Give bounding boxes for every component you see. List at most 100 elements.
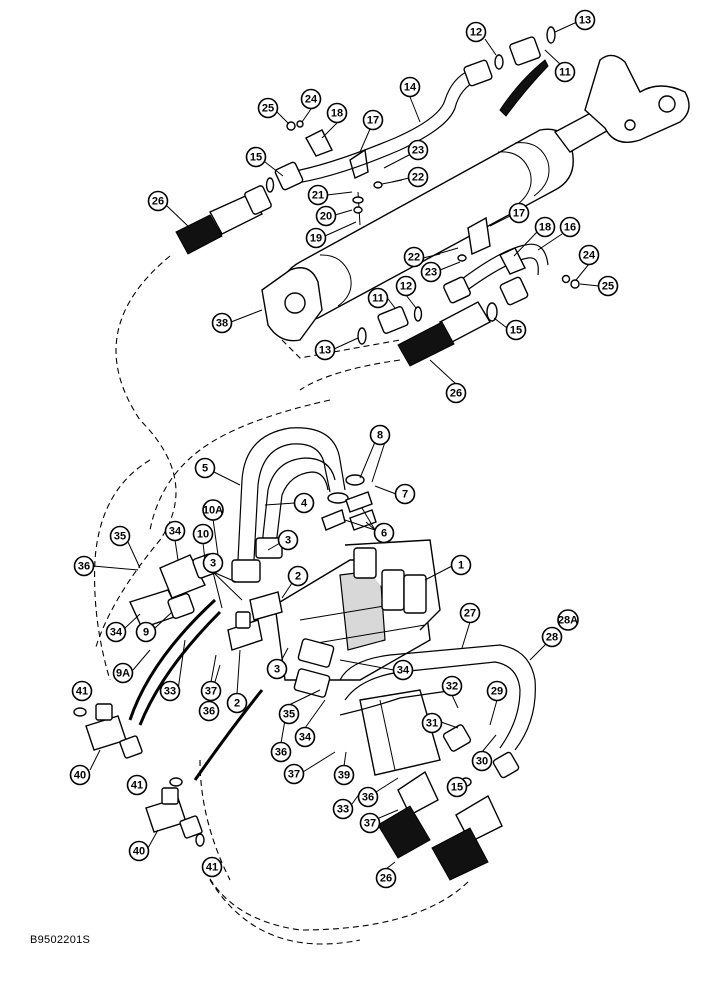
callout-label: 30 [476, 756, 488, 768]
callout-label: 23 [425, 267, 437, 279]
callout-17: 17 [362, 109, 384, 131]
callout-label: 5 [202, 463, 208, 475]
callout-31: 31 [421, 712, 443, 734]
callout-3: 3 [202, 552, 224, 574]
callout-8: 8 [369, 424, 391, 446]
callout-37: 37 [283, 763, 305, 785]
fittings-lower [357, 301, 498, 367]
callout-label: 26 [380, 873, 392, 885]
callout-22: 22 [407, 166, 429, 188]
tee-fittings-40 [73, 703, 205, 847]
callout-6: 6 [373, 522, 395, 544]
cylinder-38 [261, 54, 690, 359]
callout-label: 36 [362, 792, 374, 804]
callout-label: 4 [301, 498, 308, 510]
callout-label: 35 [114, 531, 126, 543]
callout-label: 19 [310, 233, 322, 245]
callout-label: 29 [491, 686, 503, 698]
callout-label: 15 [451, 782, 463, 794]
callout-label: 3 [210, 558, 216, 570]
callout-34: 34 [294, 726, 316, 748]
callout-12: 12 [395, 275, 417, 297]
callout-label: 18 [539, 222, 551, 234]
callout-label: 41 [76, 686, 88, 698]
callout-label: 8 [377, 430, 383, 442]
callout-label: 36 [78, 561, 90, 573]
dashed-routing [94, 255, 471, 945]
callout-32: 32 [441, 675, 463, 697]
callout-28: 28 [541, 626, 563, 648]
callout-36: 36 [73, 555, 95, 577]
callout-label: 31 [426, 718, 438, 730]
callout-label: 2 [234, 698, 240, 710]
callout-label: 32 [446, 681, 458, 693]
callout-label: 9A [116, 668, 130, 680]
callout-18: 18 [534, 216, 556, 238]
callout-37: 37 [359, 812, 381, 834]
callout-20: 20 [315, 205, 337, 227]
callout-label: 34 [397, 665, 410, 677]
callout-label: 20 [320, 211, 332, 223]
hose-ends-26-bottom [377, 770, 503, 881]
callout-37: 37 [200, 680, 222, 702]
callout-15: 15 [505, 319, 527, 341]
callout-label: 11 [372, 293, 384, 305]
callout-label: 15 [510, 325, 522, 337]
callout-label: 25 [602, 281, 614, 293]
callout-label: 23 [412, 145, 424, 157]
callout-label: 37 [364, 818, 376, 830]
callout-28a: 28A [557, 609, 579, 631]
callout-label: 36 [275, 747, 287, 759]
hoses-27-28 [293, 638, 536, 779]
callout-15: 15 [245, 146, 267, 168]
callout-label: 39 [338, 770, 350, 782]
callout-label: 15 [250, 152, 262, 164]
callout-34: 34 [105, 621, 127, 643]
callout-19: 19 [305, 227, 327, 249]
callout-label: 26 [152, 196, 164, 208]
callout-1: 1 [450, 554, 472, 576]
callout-24: 24 [578, 244, 600, 266]
callout-10: 10 [192, 523, 214, 545]
callout-label: 7 [402, 489, 408, 501]
callout-label: 40 [133, 846, 145, 858]
callout-9a: 9A [112, 662, 134, 684]
leader-lines [89, 21, 600, 870]
callout-34: 34 [164, 520, 186, 542]
callout-label: 17 [513, 208, 525, 220]
callout-34: 34 [392, 659, 414, 681]
callout-40: 40 [69, 764, 91, 786]
drain-lines-9 [128, 598, 264, 781]
callout-label: 11 [559, 67, 571, 79]
hose-16 [443, 243, 549, 306]
callout-5: 5 [194, 457, 216, 479]
callout-26: 26 [147, 190, 169, 212]
callout-label: 24 [583, 250, 596, 262]
callout-29: 29 [486, 680, 508, 702]
callout-label: 2 [295, 571, 301, 583]
callout-label: 28 [546, 632, 558, 644]
callout-label: 22 [412, 172, 424, 184]
callout-label: 6 [381, 528, 387, 540]
callout-3: 3 [277, 529, 299, 551]
callout-label: 36 [203, 706, 215, 718]
callout-2: 2 [287, 565, 309, 587]
callout-label: 16 [564, 222, 576, 234]
callout-label: 38 [216, 318, 228, 330]
callout-label: 9 [143, 627, 149, 639]
callout-12: 12 [465, 21, 487, 43]
callout-7: 7 [394, 483, 416, 505]
callout-label: 27 [464, 608, 476, 620]
callout-27: 27 [459, 602, 481, 624]
callout-label: 21 [312, 190, 324, 202]
callout-13: 13 [314, 339, 336, 361]
callout-label: 28A [558, 615, 578, 627]
callout-13: 13 [574, 9, 596, 31]
callout-21: 21 [307, 184, 329, 206]
callout-label: 24 [305, 94, 318, 106]
callout-24: 24 [300, 88, 322, 110]
callout-38: 38 [211, 312, 233, 334]
callout-35: 35 [278, 703, 300, 725]
callout-label: 37 [205, 686, 217, 698]
